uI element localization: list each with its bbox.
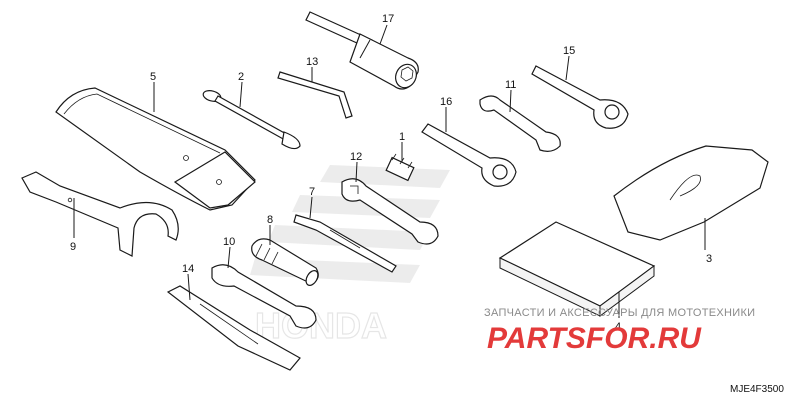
part-number-5: 5 — [150, 71, 156, 83]
diagram-code: MJE4F3500 — [730, 384, 784, 395]
part-7-screwdriver-bit — [293, 214, 397, 273]
part-2-pin-spanner — [202, 90, 301, 150]
part-15-ring-spanner — [531, 65, 629, 129]
part-number-2: 2 — [238, 71, 244, 83]
part-number-3: 3 — [706, 253, 712, 265]
part-4-manual-book — [498, 221, 656, 317]
part-number-4: 4 — [615, 321, 621, 333]
part-1-fuse-puller — [385, 153, 415, 182]
part-number-15: 15 — [563, 45, 575, 57]
part-number-10: 10 — [223, 236, 235, 248]
part-8-screwdriver-handle — [251, 238, 319, 286]
part-number-8: 8 — [267, 214, 273, 226]
part-17-box-wrench — [305, 11, 419, 90]
part-number-16: 16 — [440, 96, 452, 108]
part-14-handle-tube — [166, 285, 301, 371]
part-16-ring-spanner — [421, 123, 517, 187]
leader-lines — [73, 24, 706, 318]
part-11-open-wrench — [479, 95, 561, 152]
part-number-12: 12 — [350, 151, 362, 163]
part-number-9: 9 — [70, 241, 76, 253]
part-10-open-wrench — [211, 264, 317, 329]
part-number-17: 17 — [382, 13, 394, 25]
watermark-tagline: ЗАПЧАСТИ И АКСЕССУАРЫ ДЛЯ МОТОТЕХНИКИ — [484, 307, 755, 319]
part-number-11: 11 — [505, 79, 516, 91]
part-12-open-wrench — [341, 178, 439, 245]
watermark-logo: PARTSFOR.RU — [487, 322, 702, 355]
part-5-tool-bag — [55, 87, 256, 211]
part-number-1: 1 — [399, 131, 405, 143]
part-number-14: 14 — [182, 263, 194, 275]
part-number-7: 7 — [309, 186, 315, 198]
part-9-hook-wrench — [21, 171, 179, 257]
part-3-document-pouch — [613, 145, 769, 241]
part-number-13: 13 — [306, 56, 318, 68]
honda-wordmark: HONDA — [255, 305, 387, 346]
part-13-hex-key — [277, 71, 353, 119]
